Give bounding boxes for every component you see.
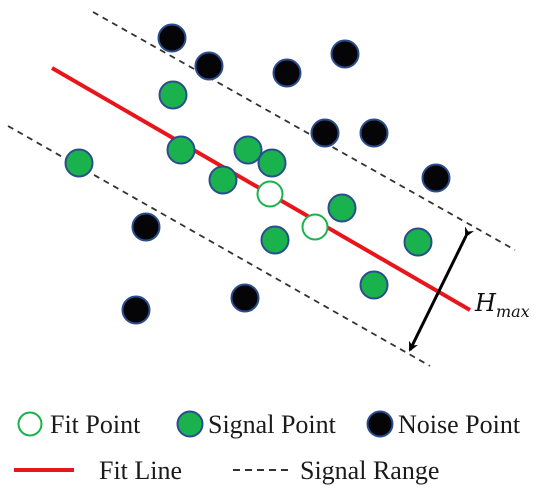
- legend-noise-point-label: Noise Point: [398, 410, 521, 439]
- noise-point: [330, 39, 360, 69]
- signal-point: [166, 135, 196, 165]
- legend-signal-point-label: Signal Point: [208, 410, 337, 439]
- signal-point: [327, 193, 357, 223]
- noise-point: [359, 118, 389, 148]
- hmax-label: Hmax: [474, 289, 530, 321]
- fit-points: [256, 180, 329, 241]
- signal-point: [257, 148, 287, 178]
- signal-points: [64, 80, 433, 300]
- noise-points: [121, 23, 451, 325]
- fit-point: [301, 213, 329, 241]
- noise-point: [194, 51, 224, 81]
- signal-point: [260, 225, 290, 255]
- noise-point: [230, 283, 260, 313]
- signal-range-upper-line: [92, 11, 516, 251]
- fit-point: [256, 180, 284, 208]
- noise-point: [131, 212, 161, 242]
- noise-point: [310, 118, 340, 148]
- legend: Fit Point Signal Point Noise Point Fit L…: [14, 410, 521, 485]
- noise-point: [121, 295, 151, 325]
- hmax-symbol: H: [474, 289, 497, 317]
- legend-fit-line-label: Fit Line: [99, 456, 182, 485]
- signal-point: [158, 80, 188, 110]
- signal-point: [208, 165, 238, 195]
- legend-signal-range-label: Signal Range: [300, 456, 439, 485]
- hmax-subscript: max: [496, 302, 530, 321]
- hmax-arrow: [408, 226, 475, 352]
- signal-point: [233, 135, 263, 165]
- legend-fit-point-marker: [17, 411, 43, 437]
- signal-point: [403, 227, 433, 257]
- legend-fit-point-label: Fit Point: [50, 410, 141, 439]
- legend-noise-point-marker: [366, 410, 394, 438]
- legend-signal-point-marker: [176, 410, 204, 438]
- noise-point: [421, 163, 451, 193]
- noise-point: [272, 58, 302, 88]
- signal-point: [64, 148, 94, 178]
- signal-point: [359, 270, 389, 300]
- noise-point: [157, 23, 187, 53]
